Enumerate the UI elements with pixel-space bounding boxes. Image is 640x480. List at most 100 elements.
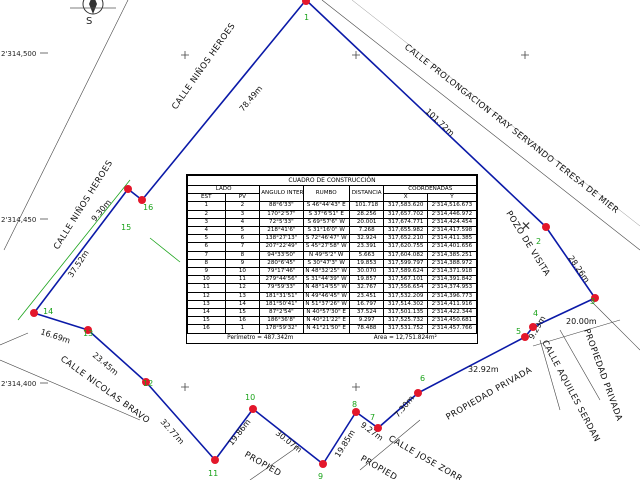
perimeter-value: Perímetro = 487.342m (227, 334, 294, 341)
vertex-label-16: 16 (143, 203, 153, 212)
segment-length-9-10: 30.07m (274, 428, 304, 454)
table-cell: 2 (224, 201, 261, 211)
table-cell: 317,531.752 (383, 324, 428, 334)
table-cell: 5 (224, 226, 261, 236)
table-cell: 170°2'57" (259, 209, 304, 219)
vertex-15 (124, 185, 132, 193)
table-cell: 12 (187, 291, 226, 301)
vertex-12 (142, 378, 150, 386)
table-cell: 181°31'51" (259, 291, 304, 301)
table-cell: 2'314,385.251 (426, 250, 478, 260)
table-cell: 6 (187, 242, 226, 252)
table-cell: 9 (187, 267, 226, 277)
table-cell: 5.663 (348, 250, 385, 260)
table-cell: 2'314,450.681 (426, 316, 478, 326)
table-cell: 317,583.620 (383, 201, 428, 211)
header-angulo: ANGULO INTERNO (259, 184, 304, 203)
vertex-13 (84, 326, 92, 334)
table-cell: 10 (187, 275, 226, 285)
vertex-4 (529, 323, 537, 331)
table-cell: N 40°21'22" E (302, 316, 350, 326)
table-cell: 20.001 (348, 217, 385, 228)
table-cell: 30.070 (348, 267, 385, 277)
header-distancia: DISTANCIA (348, 184, 385, 203)
header-rumbo: RUMBO (302, 184, 350, 203)
table-cell: 178°59'32" (259, 324, 304, 334)
vertex-label-3: 3 (590, 297, 595, 306)
table-cell: 10 (224, 267, 261, 277)
table-cell: 2'314,388.972 (426, 258, 478, 269)
header-coordenadas: COORDENADAS (383, 184, 477, 195)
segment-length-13-14: 16.69m (39, 327, 71, 345)
table-cell: 317,501.135 (383, 308, 428, 318)
table-title: CUADRO DE CONSTRUCCIÓN (187, 175, 477, 186)
table-cell: S 30°47'3" W (302, 258, 350, 269)
table-cell: 138°27'13" (259, 234, 304, 244)
table-cell: 6 (224, 234, 261, 244)
table-cell: N 51°37'26" W (302, 299, 350, 310)
segment-length-16-1: 78.49m (238, 84, 265, 113)
table-cell: 2'314,417.598 (426, 226, 478, 236)
segment-length-15-16: 9.30m (90, 198, 113, 224)
vertex-1 (302, 0, 310, 5)
header-est: EST (187, 193, 226, 203)
table-cell: 279°44'56" (259, 275, 304, 285)
table-cell: N 49°5'2" W (302, 250, 350, 260)
table-cell: 32.767 (348, 283, 385, 293)
vertex-label-9: 9 (318, 472, 323, 480)
table-cell: 317,620.755 (383, 242, 428, 252)
table-cell: S 31°44'39" W (302, 275, 350, 285)
table-cell: 16 (224, 316, 261, 326)
table-cell: S 46°44'43" E (302, 201, 350, 211)
table-cell: 79°17'46" (259, 267, 304, 277)
table-cell: 317,599.797 (383, 258, 428, 269)
vertex-2 (542, 223, 550, 231)
vertex-label-8: 8 (352, 400, 357, 409)
table-cell: 1 (187, 201, 226, 211)
coord-label-500: 2'314,500 (1, 50, 36, 58)
vertex-label-12: 12 (143, 379, 153, 388)
table-cell: 317,589.624 (383, 267, 428, 277)
segment-length-1-2: 101.72m (424, 107, 456, 138)
header-lado: LADO (186, 184, 261, 195)
vertex-label-11: 11 (208, 469, 218, 478)
vertex-label-13: 13 (83, 329, 93, 338)
street-label-ninos-heroes-1: CALLE NIÑOS HEROES (169, 21, 237, 112)
table-cell: 3 (187, 217, 226, 228)
table-cell: 78.488 (348, 324, 385, 334)
table-cell: 11 (187, 283, 226, 293)
table-cell: 317,657.702 (383, 209, 428, 219)
table-cell: 186°36'8" (259, 316, 304, 326)
table-cell: 3 (224, 209, 261, 219)
table-cell: 4 (224, 217, 261, 228)
table-cell: 2'314,371.918 (426, 267, 478, 277)
segment-length-2-3: 28.26m (566, 254, 591, 284)
vertex-label-5: 5 (516, 327, 521, 336)
table-cell: 14 (187, 308, 226, 318)
vertex-7 (374, 424, 382, 432)
table-cell: 4 (187, 226, 226, 236)
table-cell: 87°2'54" (259, 308, 304, 318)
vertex-label-6: 6 (420, 374, 425, 383)
table-cell: 79°59'33" (259, 283, 304, 293)
table-cell: 2'314,422.344 (426, 308, 478, 318)
manhole-marker: ✕ (521, 219, 531, 233)
table-cell: 317,556.654 (383, 283, 428, 293)
table-cell: 317,514.302 (383, 299, 428, 310)
table-cell: 16 (187, 324, 226, 334)
table-cell: N 41°21'50" E (302, 324, 350, 334)
table-cell: 19.853 (348, 258, 385, 269)
table-cell: N 49°46'45" W (302, 291, 350, 301)
table-cell: 14 (224, 299, 261, 310)
